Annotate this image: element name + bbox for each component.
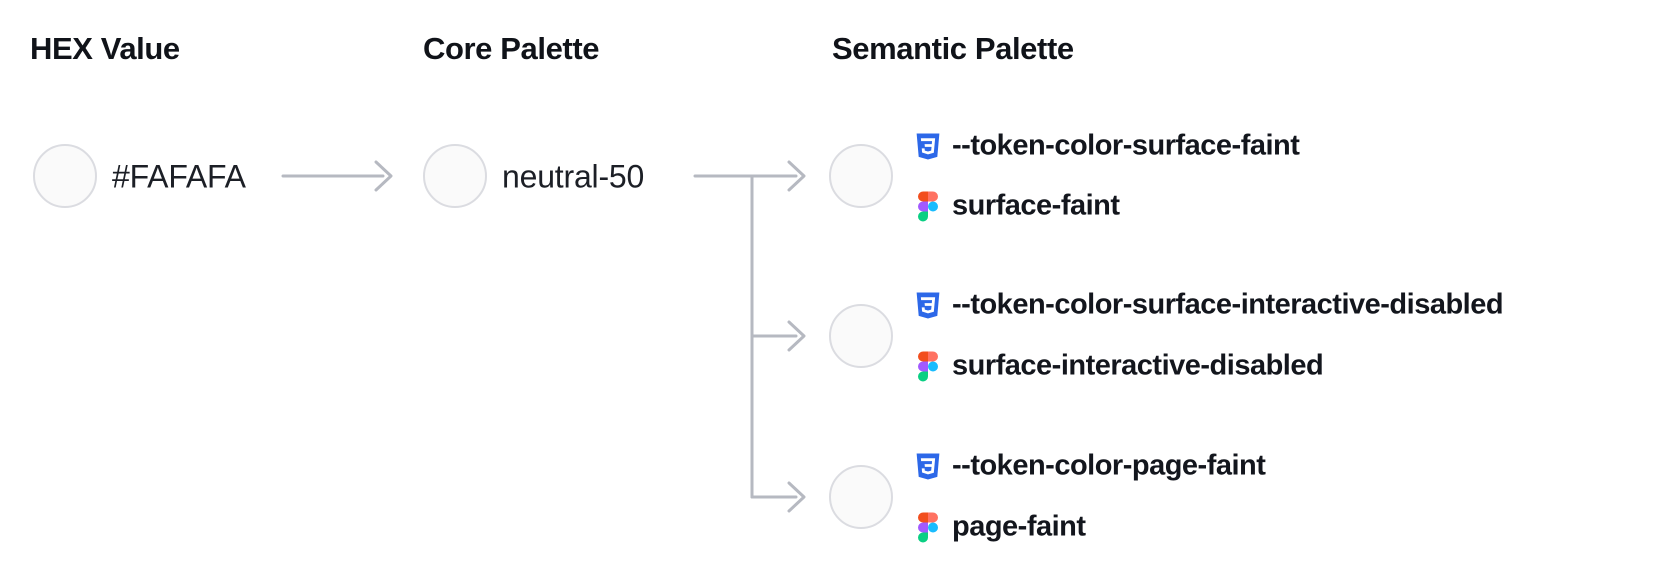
semantic-color-swatch: [829, 144, 893, 208]
hex-column-title: HEX Value: [30, 31, 180, 66]
hex-color-swatch: [33, 144, 97, 208]
core-palette-label: neutral-50: [502, 158, 645, 195]
figma-logo-icon: [915, 512, 952, 542]
css-token-label: --token-color-surface-faint: [952, 129, 1300, 162]
core-column-title: Core Palette: [423, 31, 600, 66]
figma-token-label: surface-faint: [952, 189, 1120, 222]
figma-token-line: surface-interactive-disabled: [915, 349, 1324, 383]
semantic-color-swatch: [829, 465, 893, 529]
css-token-label: --token-color-surface-interactive-disabl…: [952, 288, 1504, 321]
css3-shield-icon: [915, 290, 952, 320]
semantic-color-swatch: [829, 304, 893, 368]
figma-token-label: page-faint: [952, 510, 1086, 543]
hex-value-label: #FAFAFA: [112, 158, 246, 195]
css-token-line: --token-color-surface-interactive-disabl…: [915, 288, 1504, 322]
css3-shield-icon: [915, 451, 952, 481]
core-color-swatch: [423, 144, 487, 208]
figma-token-line: surface-faint: [915, 190, 1120, 223]
css3-shield-icon: [915, 131, 952, 161]
figma-logo-icon: [915, 191, 952, 221]
figma-token-label: surface-interactive-disabled: [952, 349, 1324, 382]
figma-logo-icon: [915, 351, 952, 381]
figma-token-line: page-faint: [915, 511, 1086, 544]
css-token-line: --token-color-surface-faint: [915, 129, 1300, 163]
semantic-column-title: Semantic Palette: [832, 31, 1074, 66]
css-token-label: --token-color-page-faint: [952, 449, 1266, 482]
css-token-line: --token-color-page-faint: [915, 449, 1266, 483]
